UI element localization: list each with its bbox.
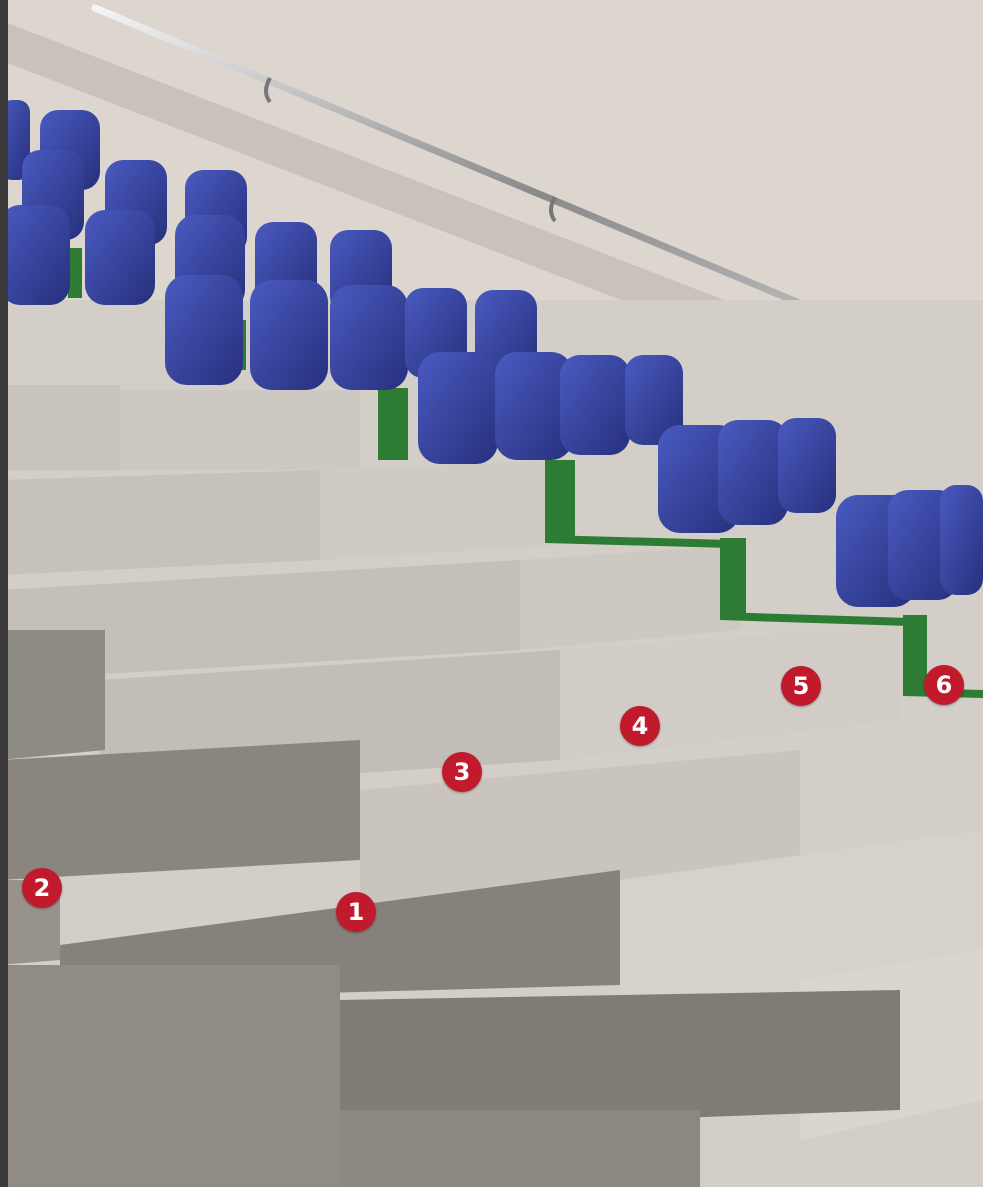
- callout-marker-2: 2: [22, 868, 62, 908]
- callout-marker-5: 5: [781, 666, 821, 706]
- callout-marker-3: 3: [442, 752, 482, 792]
- frame-edge: [0, 0, 8, 1187]
- callout-marker-4: 4: [620, 706, 660, 746]
- callout-marker-1: 1: [336, 892, 376, 932]
- callout-marker-6: 6: [924, 665, 964, 705]
